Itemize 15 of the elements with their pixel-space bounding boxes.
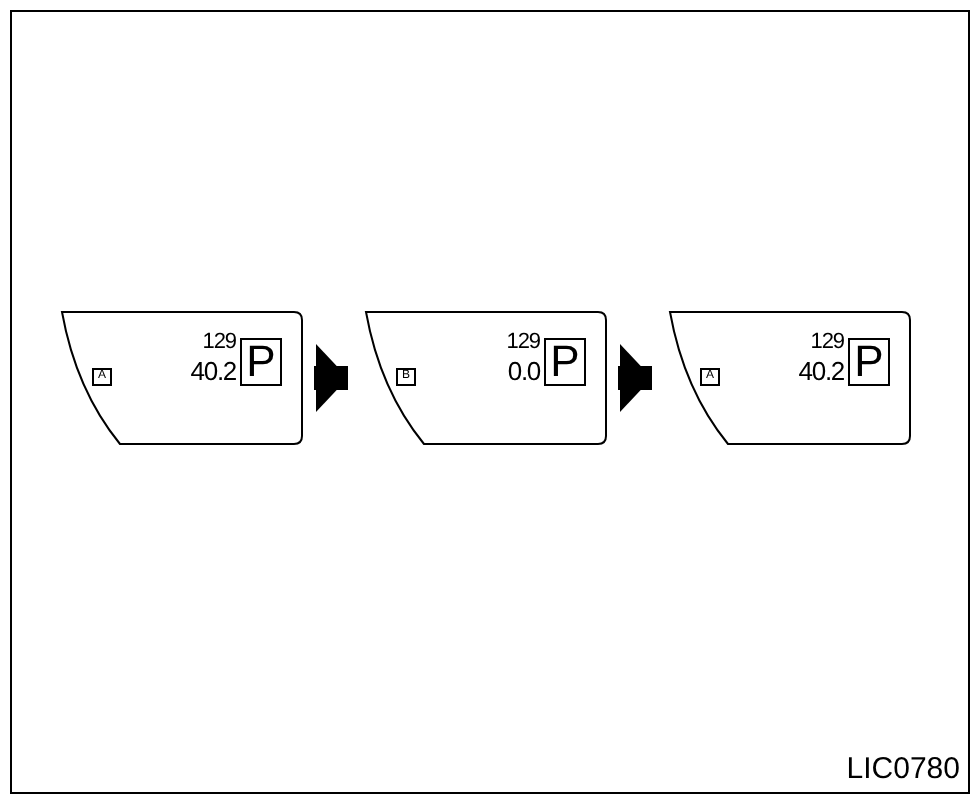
readout-value: 40.2 xyxy=(190,358,236,384)
display-panel xyxy=(668,310,912,446)
readout-value: 40.2 xyxy=(798,358,844,384)
gear-indicator: P xyxy=(848,338,890,386)
display-panel xyxy=(364,310,608,446)
readout-value: 129 xyxy=(810,332,844,354)
figure-code: LIC0780 xyxy=(846,754,960,786)
gear-indicator: P xyxy=(240,338,282,386)
display-panel xyxy=(60,310,304,446)
readout-value: 0.0 xyxy=(507,358,540,384)
readout-value: 129 xyxy=(202,332,236,354)
block-arrow xyxy=(314,344,348,412)
readout-value: 129 xyxy=(506,332,540,354)
block-arrow xyxy=(618,344,652,412)
gear-indicator: P xyxy=(544,338,586,386)
